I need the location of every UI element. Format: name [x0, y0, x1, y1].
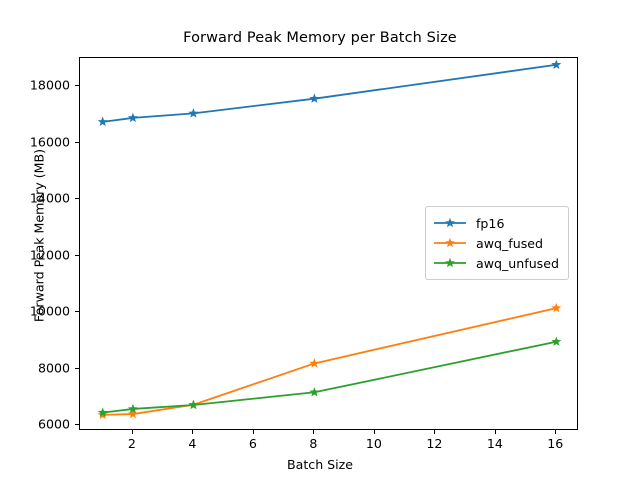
legend-label: awq_fused	[476, 235, 544, 251]
y-tick-label: 6000	[37, 416, 70, 432]
legend-swatch-icon	[433, 236, 467, 250]
x-tick-label: 16	[547, 436, 564, 451]
data-point-marker	[97, 116, 108, 127]
y-tick-mark	[75, 198, 79, 200]
data-point-marker	[127, 408, 138, 419]
y-tick-mark	[75, 141, 79, 143]
x-tick-label: 4	[188, 436, 197, 451]
y-tick-mark	[75, 254, 79, 256]
data-point-marker	[309, 387, 320, 397]
x-tick-mark	[252, 430, 254, 434]
series-line	[101, 63, 558, 123]
y-tick-mark	[75, 311, 79, 313]
y-tick-label: 12000	[29, 247, 70, 263]
legend-item-awq_fused[interactable]: awq_fused	[433, 233, 559, 253]
x-tick-mark	[494, 430, 496, 434]
data-point-marker	[309, 358, 320, 368]
data-point-marker	[188, 399, 199, 410]
y-tick-label: 16000	[29, 134, 70, 150]
legend-item-awq_unfused[interactable]: awq_unfused	[433, 253, 559, 273]
plot-area	[79, 57, 578, 430]
data-point-marker	[127, 403, 138, 414]
x-tick-mark	[131, 430, 133, 434]
x-tick-label: 12	[426, 436, 443, 451]
x-tick-label: 10	[365, 436, 382, 451]
data-point-marker	[127, 112, 138, 123]
y-tick-label: 14000	[29, 190, 70, 206]
y-tick-mark	[75, 367, 79, 369]
series-line	[101, 307, 558, 416]
series-fp16	[97, 59, 562, 127]
x-tick-label: 14	[486, 436, 503, 451]
x-tick-mark	[555, 430, 557, 434]
x-tick-mark	[313, 430, 315, 434]
legend-swatch-icon	[433, 216, 467, 230]
data-point-marker	[188, 108, 199, 118]
y-tick-mark	[75, 85, 79, 87]
legend: fp16 awq_fused awq_unfused	[425, 206, 569, 280]
data-point-marker	[551, 336, 562, 346]
series-awq_unfused	[97, 336, 562, 417]
data-point-marker	[97, 407, 108, 417]
x-axis-label: Batch Size	[286, 457, 354, 472]
x-tick-mark	[373, 430, 375, 434]
legend-label: awq_unfused	[476, 255, 559, 271]
chart-title: Forward Peak Memory per Batch Size	[183, 30, 457, 46]
plot-lines	[97, 59, 562, 420]
series-line	[101, 340, 558, 414]
y-tick-mark	[75, 424, 79, 426]
x-tick-label: 2	[127, 436, 136, 451]
x-tick-label: 6	[248, 436, 257, 451]
legend-swatch-icon	[433, 256, 467, 270]
series-awq_fused	[97, 302, 562, 420]
data-point-marker	[551, 302, 562, 313]
data-point-marker	[551, 59, 562, 69]
x-tick-mark	[434, 430, 436, 434]
y-tick-label: 10000	[29, 303, 70, 319]
y-tick-label: 8000	[37, 360, 70, 376]
x-tick-mark	[192, 430, 194, 434]
y-tick-label: 18000	[29, 77, 70, 93]
legend-label: fp16	[476, 215, 505, 231]
x-tick-label: 8	[309, 436, 318, 451]
legend-item-fp16[interactable]: fp16	[433, 213, 559, 233]
data-point-marker	[309, 93, 320, 103]
